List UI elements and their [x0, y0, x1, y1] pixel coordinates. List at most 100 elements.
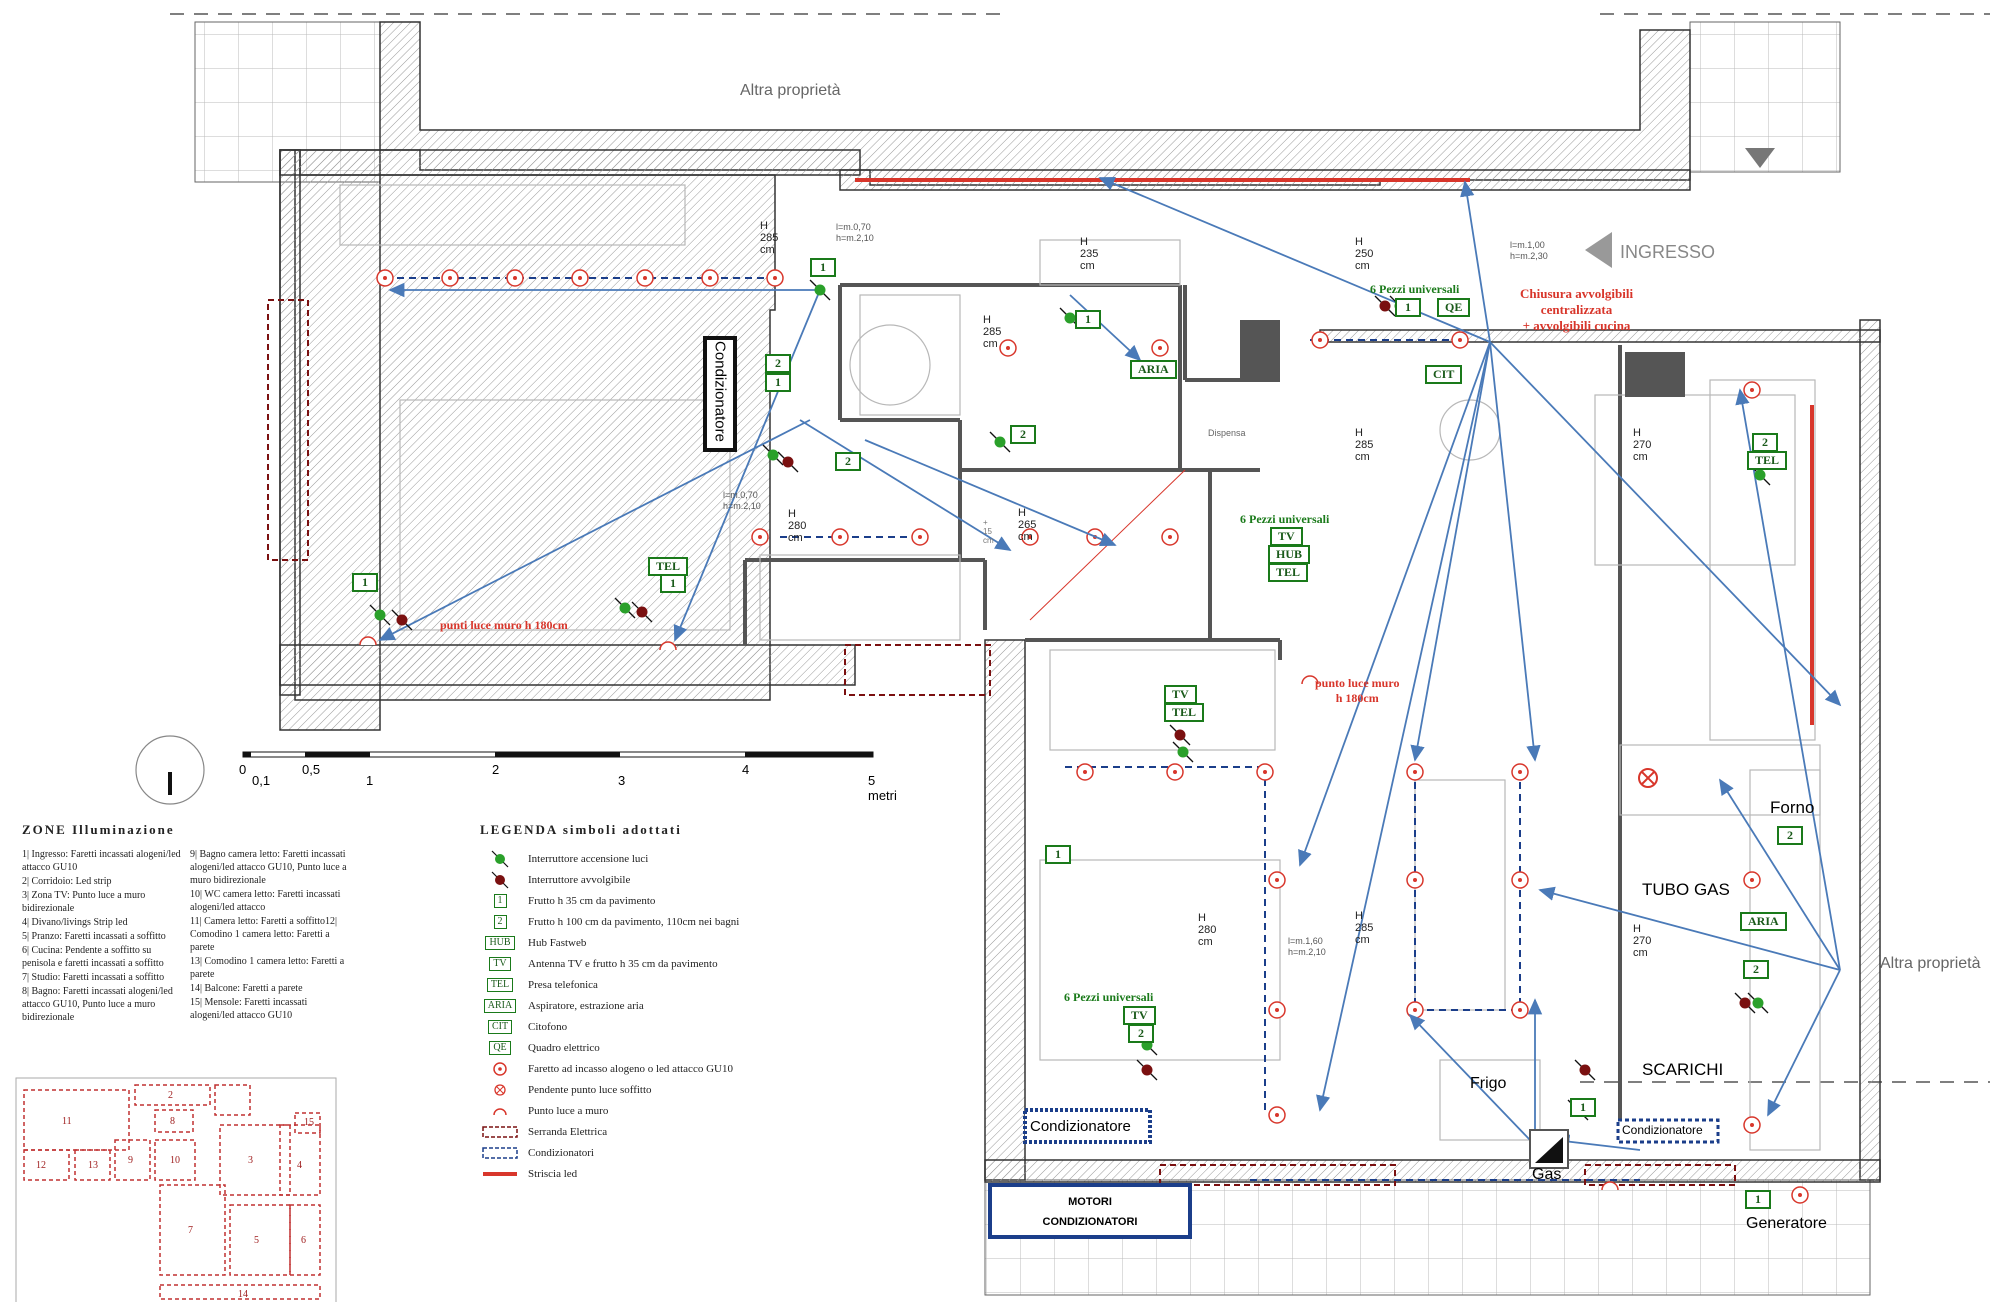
spotlight-icon [1511, 763, 1529, 781]
motori-label: MOTORI CONDIZIONATORI [990, 1192, 1190, 1232]
legend-text: Citofono [528, 1020, 568, 1033]
link-line [1460, 180, 1491, 343]
scale-tick: 0,5 [302, 762, 321, 777]
zones-col-2: 9| Bagno camera letto: Faretti incassati… [190, 848, 350, 1025]
ac-unit-bottom-left [1023, 1108, 1152, 1144]
zone-map-number: 4 [297, 1160, 302, 1171]
spotlight-icon [571, 269, 589, 287]
link-line [378, 419, 811, 641]
shaft-2 [1625, 352, 1685, 397]
door-label: l=m.1,00 h=m.2,30 [1510, 240, 1548, 262]
zone-map-number: 3 [248, 1155, 253, 1166]
shutter-switch-icon [631, 601, 653, 623]
light-switch-icon [614, 597, 636, 619]
balcony-top-right [1689, 21, 1841, 173]
link-line [1553, 1134, 1641, 1151]
device-box-b1-top: 1 [810, 258, 836, 277]
shutter-switch-icon [391, 609, 413, 631]
altra-proprieta-top: Altra proprietà [740, 82, 841, 99]
light-switch-icon [989, 431, 1011, 453]
zone-map-number: 2 [168, 1090, 173, 1101]
switch-links [378, 176, 1842, 1151]
pendant-icon [1638, 768, 1658, 788]
device-box-tel-kitchen: TEL [1747, 451, 1788, 470]
led-strips [855, 178, 1814, 725]
chiusura-line-3: + avvolgibili cucina [1522, 318, 1631, 333]
height-label: H 285 cm [983, 314, 1002, 350]
motori-box [988, 1183, 1192, 1239]
height-note: + 15 cm [983, 518, 994, 545]
device-box-b1-ctrl: 1 [765, 373, 791, 392]
zone-item: 7| Studio: Faretti incassati a soffitto [22, 972, 165, 983]
spotlight-icon [999, 339, 1017, 357]
spotlight-icon [1743, 871, 1761, 889]
door-label: l=m.0,70 h=m.2,10 [836, 222, 874, 244]
red-diagonal [1029, 469, 1186, 621]
legend-symbol: ARIA [480, 998, 520, 1013]
legend-text: Frutto h 100 cm da pavimento, 110cm nei … [528, 915, 740, 928]
device-box-aria-bath: ARIA [1130, 360, 1177, 379]
spotlight-icon [1743, 1116, 1761, 1134]
scale-bar [242, 751, 874, 758]
device-box-b2-forno: 2 [1777, 826, 1803, 845]
legend-text: Striscia led [528, 1167, 578, 1180]
link-line [1719, 778, 1841, 971]
zone-item: 9| Bagno camera letto: Faretti incassati… [190, 849, 347, 886]
device-box-b1-bed2: 1 [660, 574, 686, 593]
legend-box: 1 [493, 893, 507, 908]
spotlight-icon [1268, 1106, 1286, 1124]
legend-text: Aspiratore, estrazione aria [528, 999, 644, 1012]
zone-item: 8| Bagno: Faretti incassati alogeni/led … [22, 986, 173, 1023]
zone-map-number: 5 [254, 1235, 259, 1246]
legend-text: Condizionatori [528, 1146, 594, 1159]
altra-proprieta-right: Altra proprietà [1880, 955, 1981, 972]
door-width: l=m.1,60 [1288, 936, 1323, 946]
zone-item: 3| Zona TV: Punto luce a muro bidirezion… [22, 890, 146, 914]
device-box-b1-bed: 1 [352, 573, 378, 592]
device-box-b1-bath: 1 [1075, 310, 1101, 329]
spotlight-icon [1311, 331, 1329, 349]
legend-text: Frutto h 35 cm da pavimento [528, 894, 656, 907]
door-height: h=m.2,10 [1288, 947, 1326, 957]
legend-text: Faretto ad incasso alogeno o led attacco… [528, 1062, 733, 1075]
legend-symbol [480, 1080, 520, 1100]
legend-box: 2 [493, 914, 507, 929]
device-box-b2-kitchen: 2 [1752, 433, 1778, 452]
device-box-qe: QE [1437, 298, 1471, 317]
legend-panel: LEGENDA simboli adottati Interruttore ac… [480, 822, 940, 1184]
legend-symbol [480, 849, 520, 869]
chiusura-line-1: Chiusura avvolgibili [1520, 286, 1634, 301]
ingresso-label: INGRESSO [1620, 242, 1716, 262]
link-line [1489, 341, 1541, 762]
zones-col-1: 1| Ingresso: Faretti incassati alogeni/l… [22, 848, 182, 1025]
device-box-aria-kitchen: ARIA [1740, 912, 1787, 931]
entrance-marker [1745, 148, 1775, 168]
motori-line-2: CONDIZIONATORI [1042, 1216, 1138, 1228]
device-box-b2-corr: 2 [1010, 425, 1036, 444]
link-line [1538, 886, 1841, 971]
legend-box: ARIA [483, 998, 517, 1013]
spotlight-icon [636, 269, 654, 287]
door-width: l=m.0,70 [836, 222, 871, 232]
punto-luce-line-2: h 180cm [1335, 691, 1379, 705]
light-switch-icon [809, 279, 831, 301]
height-label: H 265 cm [1018, 507, 1037, 543]
link-line [1489, 341, 1842, 707]
light-switch-icon [1172, 741, 1194, 763]
zone-item: 4| Divano/livings Strip led [22, 917, 128, 928]
door-height: h=m.2,10 [723, 501, 761, 511]
legend-row: Interruttore accensione luci [480, 848, 940, 869]
light-switch-icon [369, 604, 391, 626]
height-label: H 280 cm [788, 508, 807, 544]
height-label: H 285 cm [1355, 910, 1374, 946]
spotlight-icon [1511, 871, 1529, 889]
punti-luce-label: punti luce muro h 180cm [440, 618, 568, 632]
device-box-b1-qe: 1 [1395, 298, 1421, 317]
furniture [339, 184, 1821, 1151]
spotlight-icon [751, 528, 769, 546]
legend-title: LEGENDA simboli adottati [480, 822, 682, 837]
spotlight-icon [1406, 763, 1424, 781]
